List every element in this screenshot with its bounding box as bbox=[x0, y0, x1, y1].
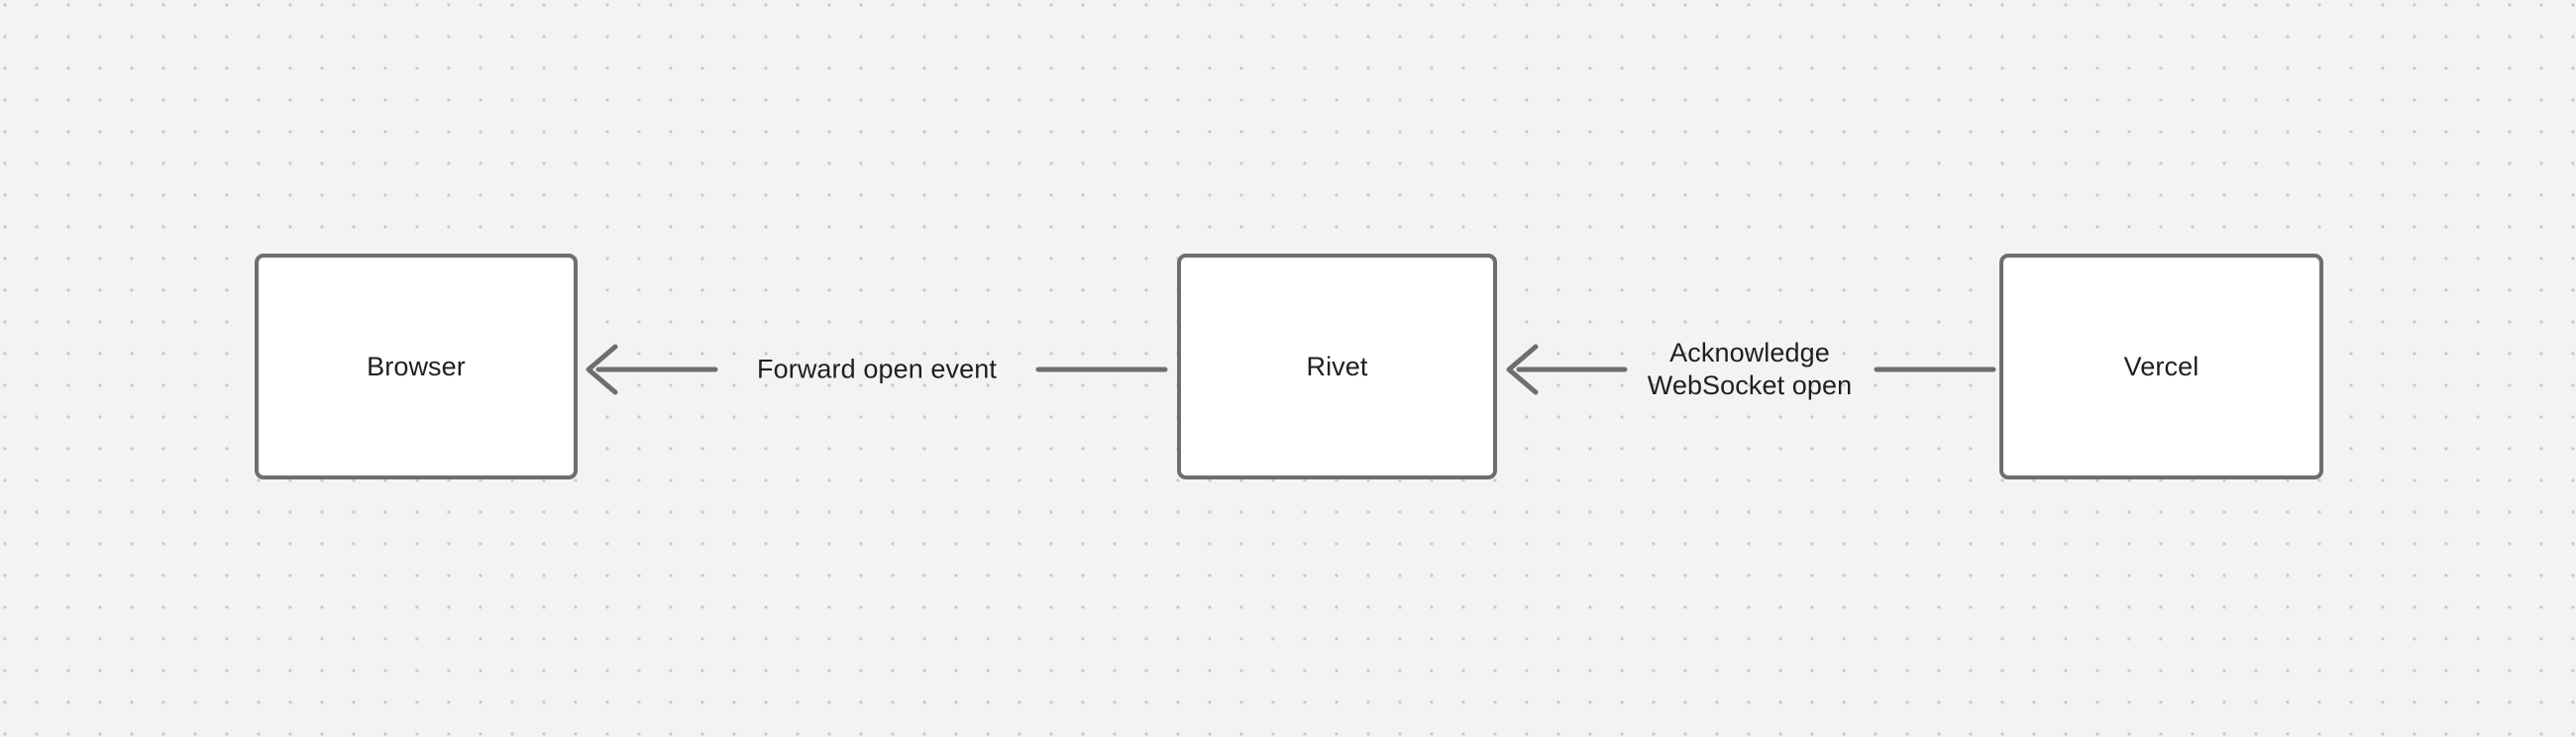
edge-label-forward-open-event: Forward open event bbox=[757, 354, 997, 384]
arrowhead-left-icon bbox=[586, 344, 618, 395]
arrowhead-left-icon bbox=[1506, 344, 1539, 395]
node-rivet-label: Rivet bbox=[1306, 351, 1368, 381]
node-rivet[interactable]: Rivet bbox=[1177, 254, 1497, 479]
node-vercel[interactable]: Vercel bbox=[1999, 254, 2323, 479]
node-browser-label: Browser bbox=[367, 351, 466, 381]
node-browser[interactable]: Browser bbox=[255, 254, 578, 479]
edge-label-acknowledge-websocket-open: Acknowledge WebSocket open bbox=[1647, 338, 1853, 400]
node-vercel-label: Vercel bbox=[2123, 351, 2200, 381]
